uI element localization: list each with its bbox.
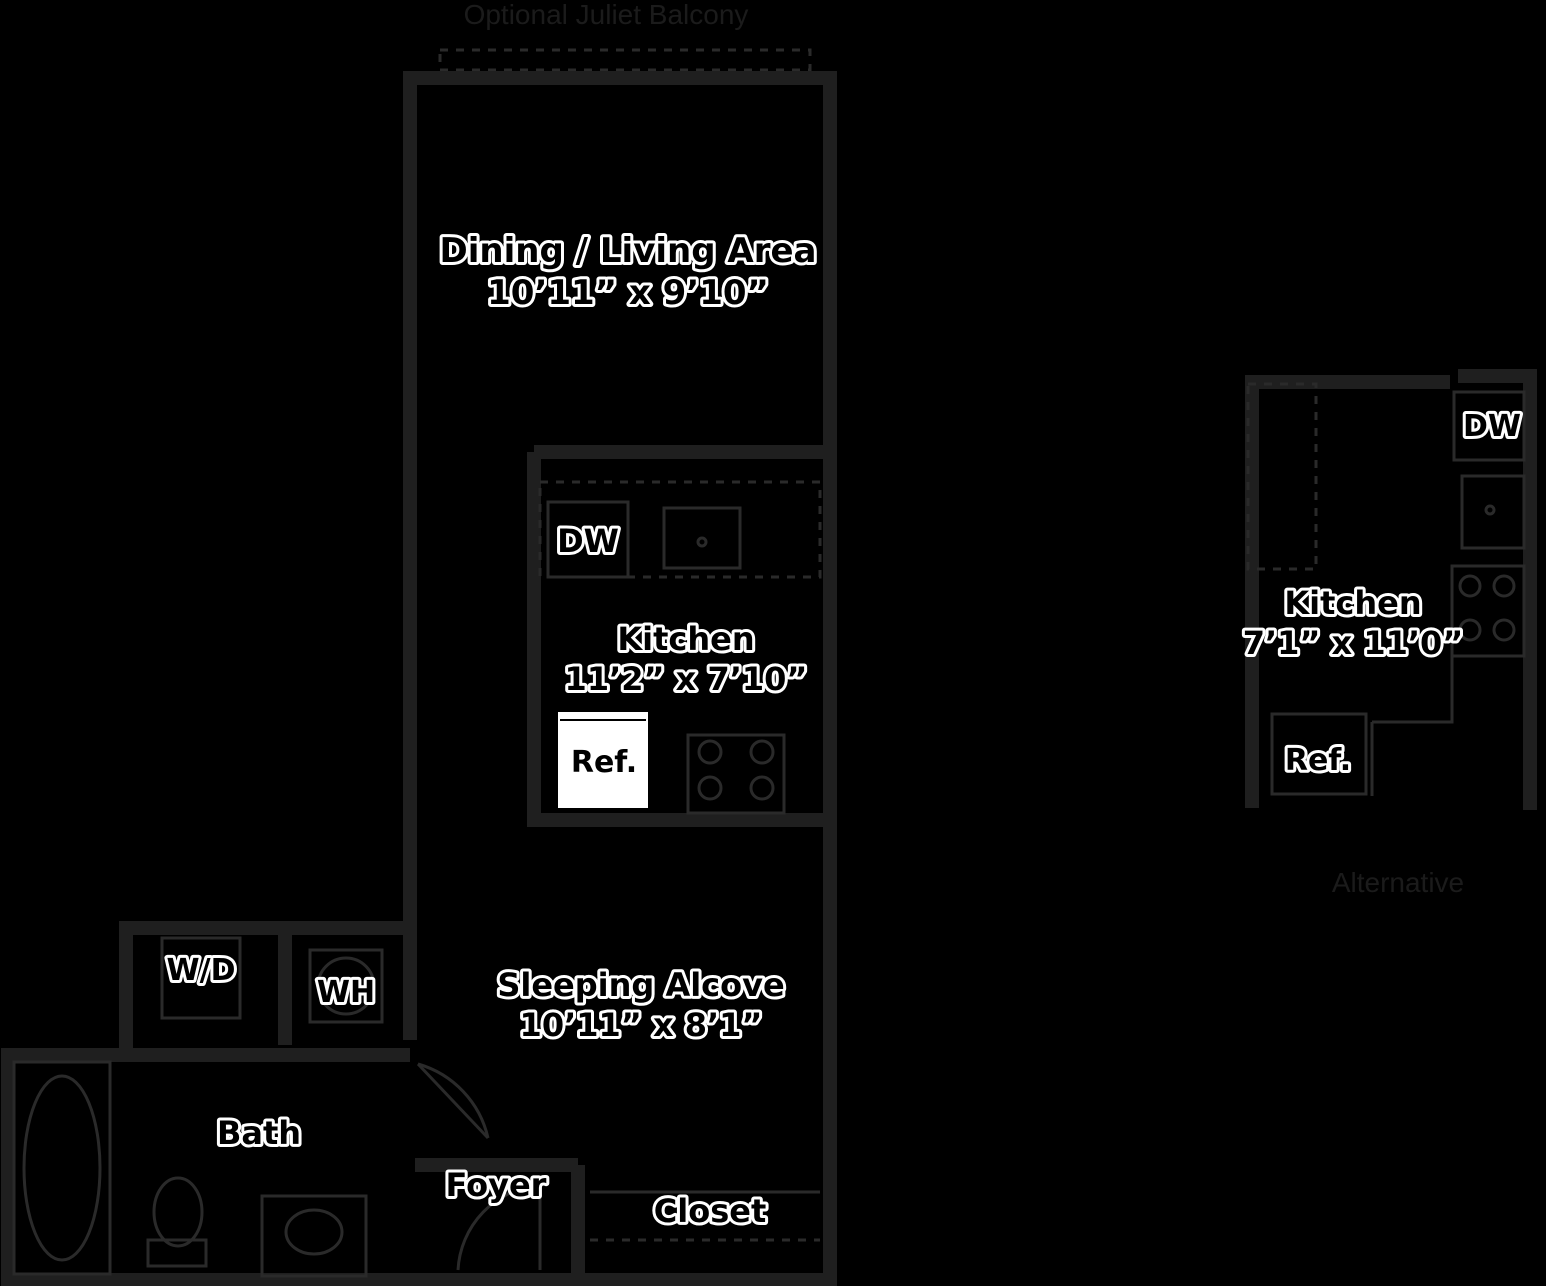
wd-label: W/D	[167, 953, 236, 988]
foyer-label: Foyer	[446, 1166, 547, 1204]
bath-fixtures	[12, 1060, 368, 1278]
alt-dw-label: DW	[1463, 409, 1521, 444]
dishwasher	[546, 500, 630, 579]
utility-closets	[160, 936, 384, 1024]
bathtub-icon	[22, 1074, 102, 1262]
wh-label: WH	[317, 975, 375, 1010]
sleeping-alcove-size: 10’11” x 8’1”	[520, 1006, 763, 1044]
dining-living-size: 10’11” x 9’10”	[487, 273, 769, 313]
alt-refrigerator	[1270, 712, 1368, 796]
alt-dishwasher	[1452, 390, 1526, 462]
doors	[416, 1062, 820, 1271]
ref-label: Ref.	[571, 745, 637, 780]
refrigerator	[558, 712, 648, 808]
kitchen-size: 11’2” x 7’10”	[565, 660, 808, 698]
kitchen-block	[527, 445, 824, 827]
balcony-label: Optional Juliet Balcony	[464, 0, 749, 30]
alt-sink-icon	[1460, 474, 1526, 550]
sink-icon	[662, 506, 742, 570]
closet-label: Closet	[654, 1192, 766, 1230]
washer-dryer	[160, 936, 242, 1020]
vanity-sink-icon	[284, 1208, 344, 1256]
alt-kitchen-name: Kitchen	[1284, 584, 1421, 622]
alternative-kitchen	[1245, 369, 1537, 810]
toilet-icon	[152, 1176, 204, 1248]
water-heater	[308, 948, 384, 1024]
stove-icon	[686, 733, 786, 815]
dw-label: DW	[557, 522, 619, 560]
alt-kitchen-size: 7’1” x 11’0”	[1243, 624, 1464, 662]
kitchen-name: Kitchen	[617, 620, 754, 658]
alt-ref-label: Ref.	[1285, 743, 1351, 778]
main-unit-walls	[1, 71, 837, 1286]
dining-living-name: Dining / Living Area	[440, 231, 817, 271]
bath-label: Bath	[217, 1114, 301, 1152]
alternative-caption: Alternative	[1332, 867, 1464, 898]
sleeping-alcove-name: Sleeping Alcove	[497, 966, 784, 1004]
